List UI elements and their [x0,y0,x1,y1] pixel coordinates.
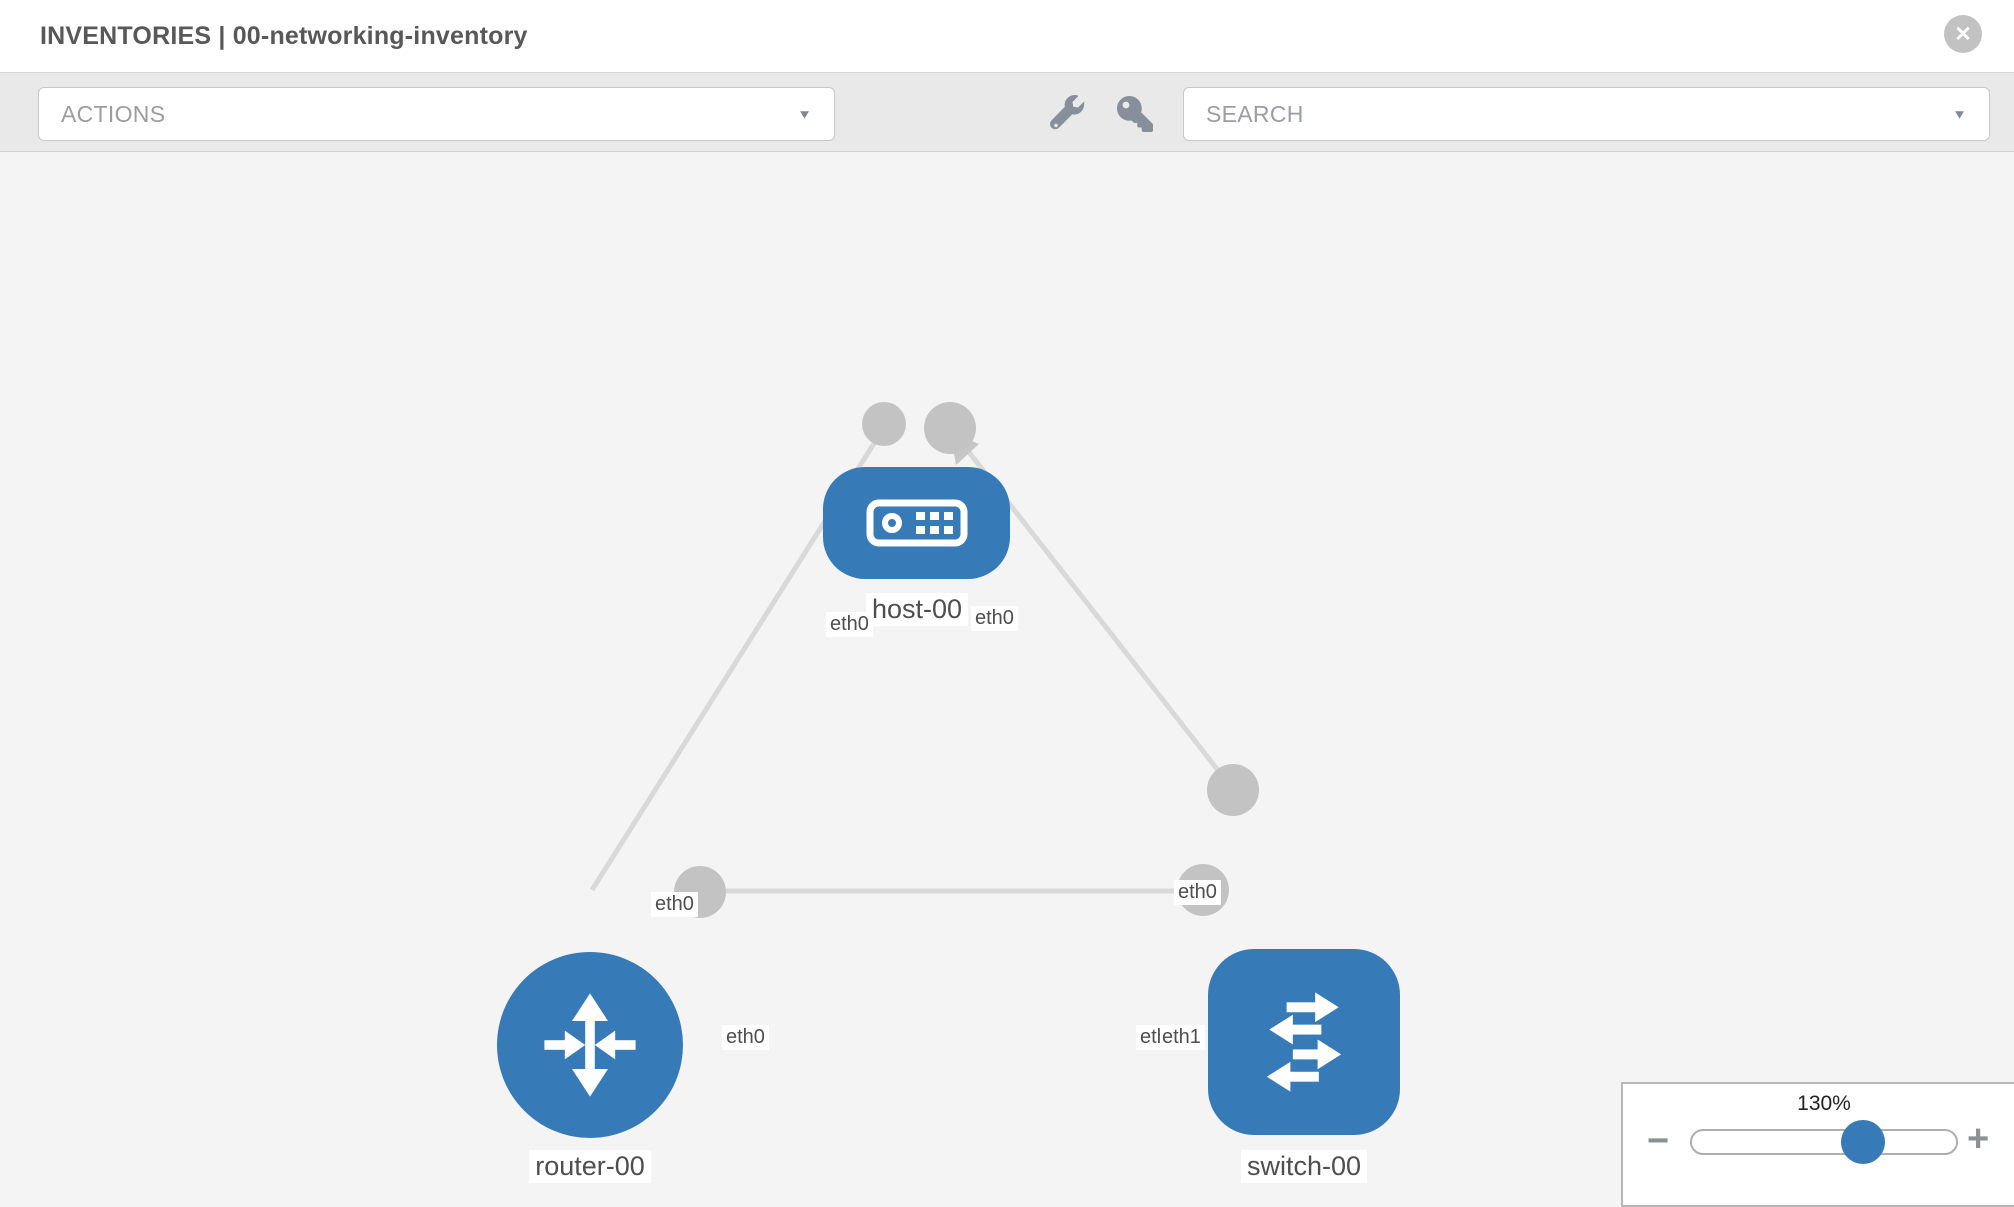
plus-icon: + [1967,1118,1990,1160]
if-label-router-eth0-top: eth0 [651,892,698,917]
zoom-out-button[interactable]: − [1647,1122,1669,1160]
configure-button[interactable] [1049,94,1085,131]
breadcrumb-header: INVENTORIES | 00-networking-inventory [0,0,2014,72]
topology-links-layer [589,402,1259,918]
node-host-00[interactable] [823,467,1010,579]
node-label-switch: switch-00 [1240,1150,1368,1183]
switch-icon [1242,980,1366,1104]
chevron-down-icon: ▼ [797,106,812,122]
if-label-host-eth0-right: eth0 [971,606,1018,631]
minus-icon: − [1647,1120,1670,1162]
credentials-button[interactable] [1117,96,1153,132]
search-dropdown[interactable]: SEARCH ▼ [1183,87,1990,141]
actions-dropdown-label: ACTIONS [61,100,166,127]
actions-dropdown[interactable]: ACTIONS ▼ [38,87,835,141]
if-label-router-eth0-right: eth0 [722,1025,769,1050]
node-switch-00[interactable] [1208,949,1400,1135]
zoom-level-value: 130% [1797,1092,1851,1115]
node-label-router: router-00 [529,1150,651,1183]
node-router-00[interactable] [497,952,683,1138]
if-label-host-eth0-left: eth0 [826,612,873,637]
interface-dot-switch-eth0[interactable] [1207,764,1259,816]
node-label-host: host-00 [865,593,969,626]
interface-dot-host-eth0[interactable] [862,402,906,446]
key-icon [1117,96,1153,136]
zoom-slider-thumb[interactable] [1841,1120,1885,1164]
zoom-in-button[interactable]: + [1967,1120,1989,1158]
close-icon: ✕ [1954,22,1972,46]
topology-canvas[interactable]: host-00 router-00 switch-00 eth0 eth0 et… [0,152,2014,1200]
page-title: INVENTORIES | 00-networking-inventory [40,21,528,50]
if-label-switch-eth1-left: eth1 [1160,1025,1205,1050]
search-dropdown-label: SEARCH [1206,100,1304,127]
zoom-panel: 130% − + [1621,1082,2014,1207]
host-icon [865,498,969,548]
if-label-switch-eth0-top: eth0 [1174,880,1221,905]
wrench-icon [1049,94,1085,135]
chevron-down-icon: ▼ [1952,106,1967,122]
zoom-slider-track[interactable] [1690,1129,1958,1155]
router-icon [530,985,650,1105]
close-button[interactable]: ✕ [1944,15,1982,53]
toolbar: ACTIONS ▼ SEARCH ▼ [0,72,2014,152]
interface-dot-host-eth0b[interactable] [924,402,976,454]
